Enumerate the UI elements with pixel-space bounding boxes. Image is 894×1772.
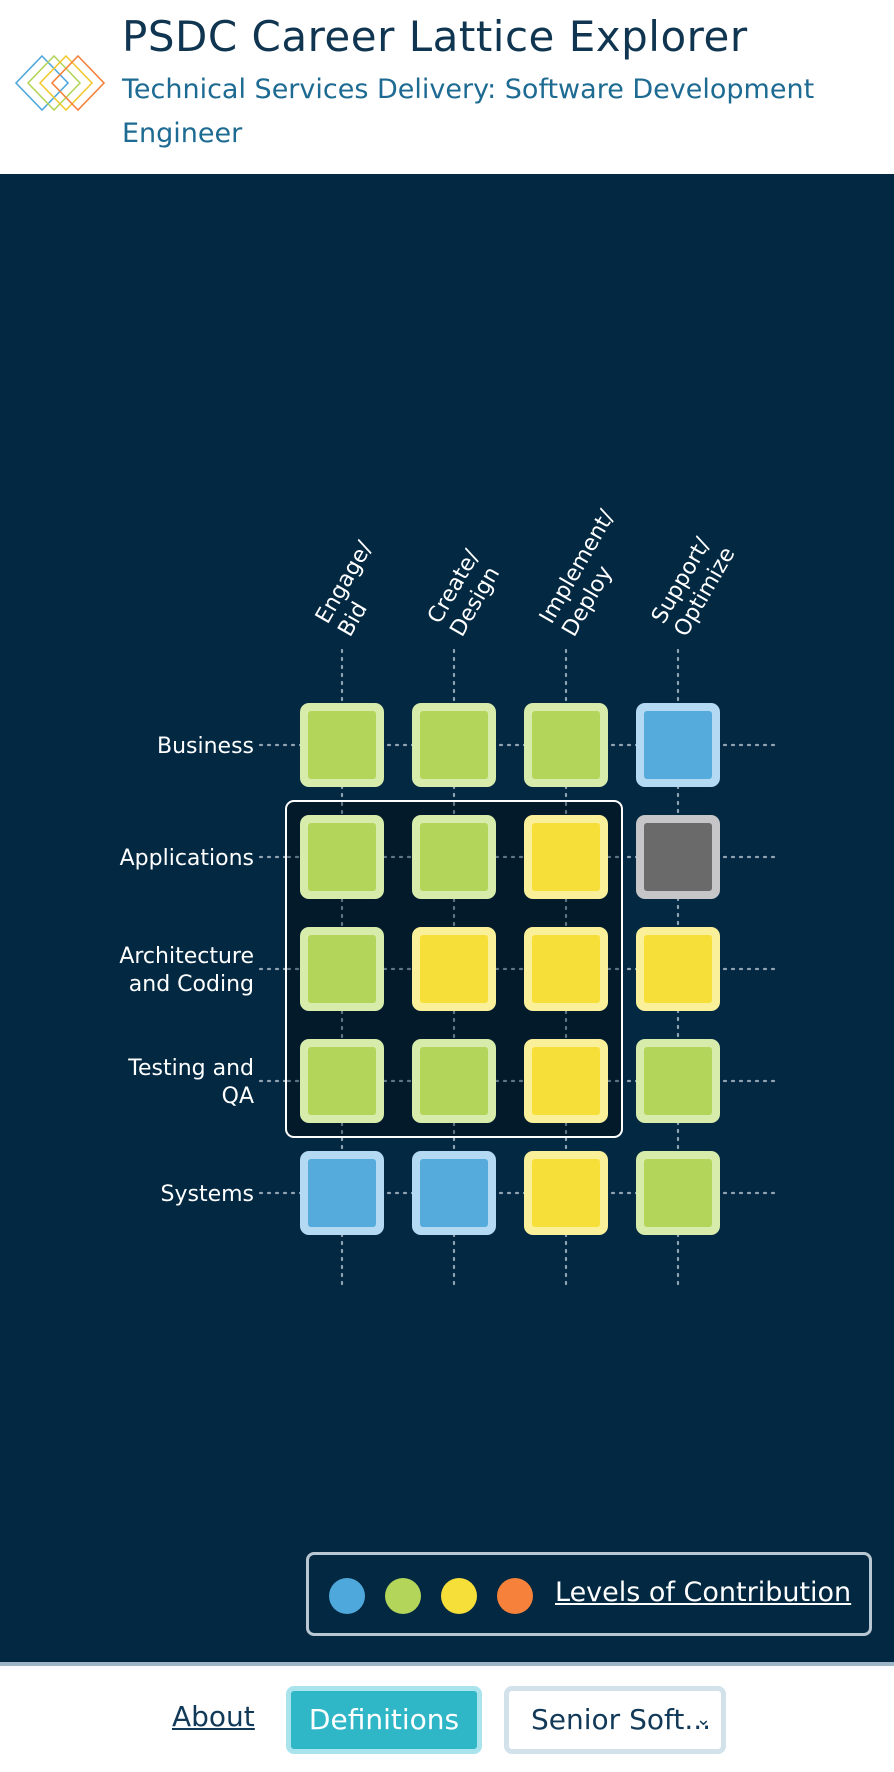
lattice-cell[interactable] (300, 1039, 384, 1123)
legend-box: Levels of Contribution (306, 1552, 872, 1636)
lattice-cell-fill (420, 1159, 488, 1227)
row-label-line: Testing and (127, 1056, 254, 1081)
legend-dot-level-1 (329, 1578, 365, 1614)
lattice-cell-fill (308, 1047, 376, 1115)
lattice-cell-fill (308, 935, 376, 1003)
lattice-cell-fill (532, 823, 600, 891)
chevron-down-icon: ⌄ (695, 1709, 711, 1730)
app-subtitle: Technical Services Delivery: Software De… (122, 74, 815, 149)
footer-divider (0, 1662, 894, 1666)
lattice-cell-fill (644, 935, 712, 1003)
lattice-cell[interactable] (636, 703, 720, 787)
column-label: Create/Design (423, 545, 508, 641)
lattice-cell[interactable] (524, 1151, 608, 1235)
row-label-line: Systems (161, 1182, 255, 1207)
lattice-cell[interactable] (412, 815, 496, 899)
row-label: Applications (120, 846, 254, 871)
lattice-cell-fill (644, 1047, 712, 1115)
legend-dot-level-2 (385, 1578, 421, 1614)
definitions-button[interactable]: Definitions (286, 1686, 482, 1754)
column-label: Engage/Bid (311, 537, 401, 641)
lattice-cell[interactable] (412, 1151, 496, 1235)
lattice-cell-fill (532, 1047, 600, 1115)
lattice-cell[interactable] (524, 815, 608, 899)
levels-of-contribution-link[interactable]: Levels of Contribution (555, 1577, 852, 1608)
lattice-cell[interactable] (524, 927, 608, 1011)
lattice-cell[interactable] (412, 703, 496, 787)
legend-dot-level-4 (497, 1578, 533, 1614)
column-label: Implement/Deploy (535, 505, 643, 641)
row-label-line: Business (157, 734, 254, 759)
lattice-cell-fill (308, 711, 376, 779)
lattice-cell-fill (420, 935, 488, 1003)
app-title: PSDC Career Lattice Explorer (122, 12, 748, 61)
row-label-line: QA (222, 1084, 254, 1109)
lattice-cell-fill (532, 935, 600, 1003)
lattice-cell-fill (532, 711, 600, 779)
lattice-cell[interactable] (524, 1039, 608, 1123)
lattice-cell-fill (644, 1159, 712, 1227)
role-select-value: Senior Soft... (531, 1703, 712, 1736)
row-label: Business (157, 734, 254, 759)
lattice-cell[interactable] (300, 927, 384, 1011)
lattice-cell-fill (420, 1047, 488, 1115)
role-select[interactable]: Senior Soft... ⌄ (504, 1686, 726, 1754)
lattice-cell[interactable] (300, 703, 384, 787)
row-label-line: Architecture (119, 944, 254, 969)
lattice-cell-fill (308, 1159, 376, 1227)
lattice-cell[interactable] (300, 815, 384, 899)
lattice-cell[interactable] (636, 815, 720, 899)
lattice-cell-fill (532, 1159, 600, 1227)
row-label-line: and Coding (129, 972, 254, 997)
lattice-cell[interactable] (412, 927, 496, 1011)
lattice-cell[interactable] (636, 927, 720, 1011)
lattice-cell[interactable] (636, 1151, 720, 1235)
footer-bar: About Definitions Senior Soft... ⌄ (0, 1666, 894, 1772)
lattice-cell[interactable] (524, 703, 608, 787)
row-label-line: Applications (120, 846, 254, 871)
about-link[interactable]: About (172, 1700, 255, 1733)
legend-dot-level-3 (441, 1578, 477, 1614)
lattice-cell-fill (420, 823, 488, 891)
row-label: Systems (161, 1182, 255, 1207)
lattice-cell[interactable] (300, 1151, 384, 1235)
diamond-lattice-logo-icon (14, 54, 106, 112)
lattice-cell[interactable] (412, 1039, 496, 1123)
lattice-cell-fill (644, 711, 712, 779)
lattice-cell[interactable] (636, 1039, 720, 1123)
row-label: Architecture and Coding (119, 944, 254, 997)
column-label: Support/Optimize (647, 530, 740, 641)
lattice-cell-fill (420, 711, 488, 779)
app-header: PSDC Career Lattice Explorer Technical S… (0, 0, 894, 174)
lattice-cell-fill (308, 823, 376, 891)
lattice-cell-fill (644, 823, 712, 891)
